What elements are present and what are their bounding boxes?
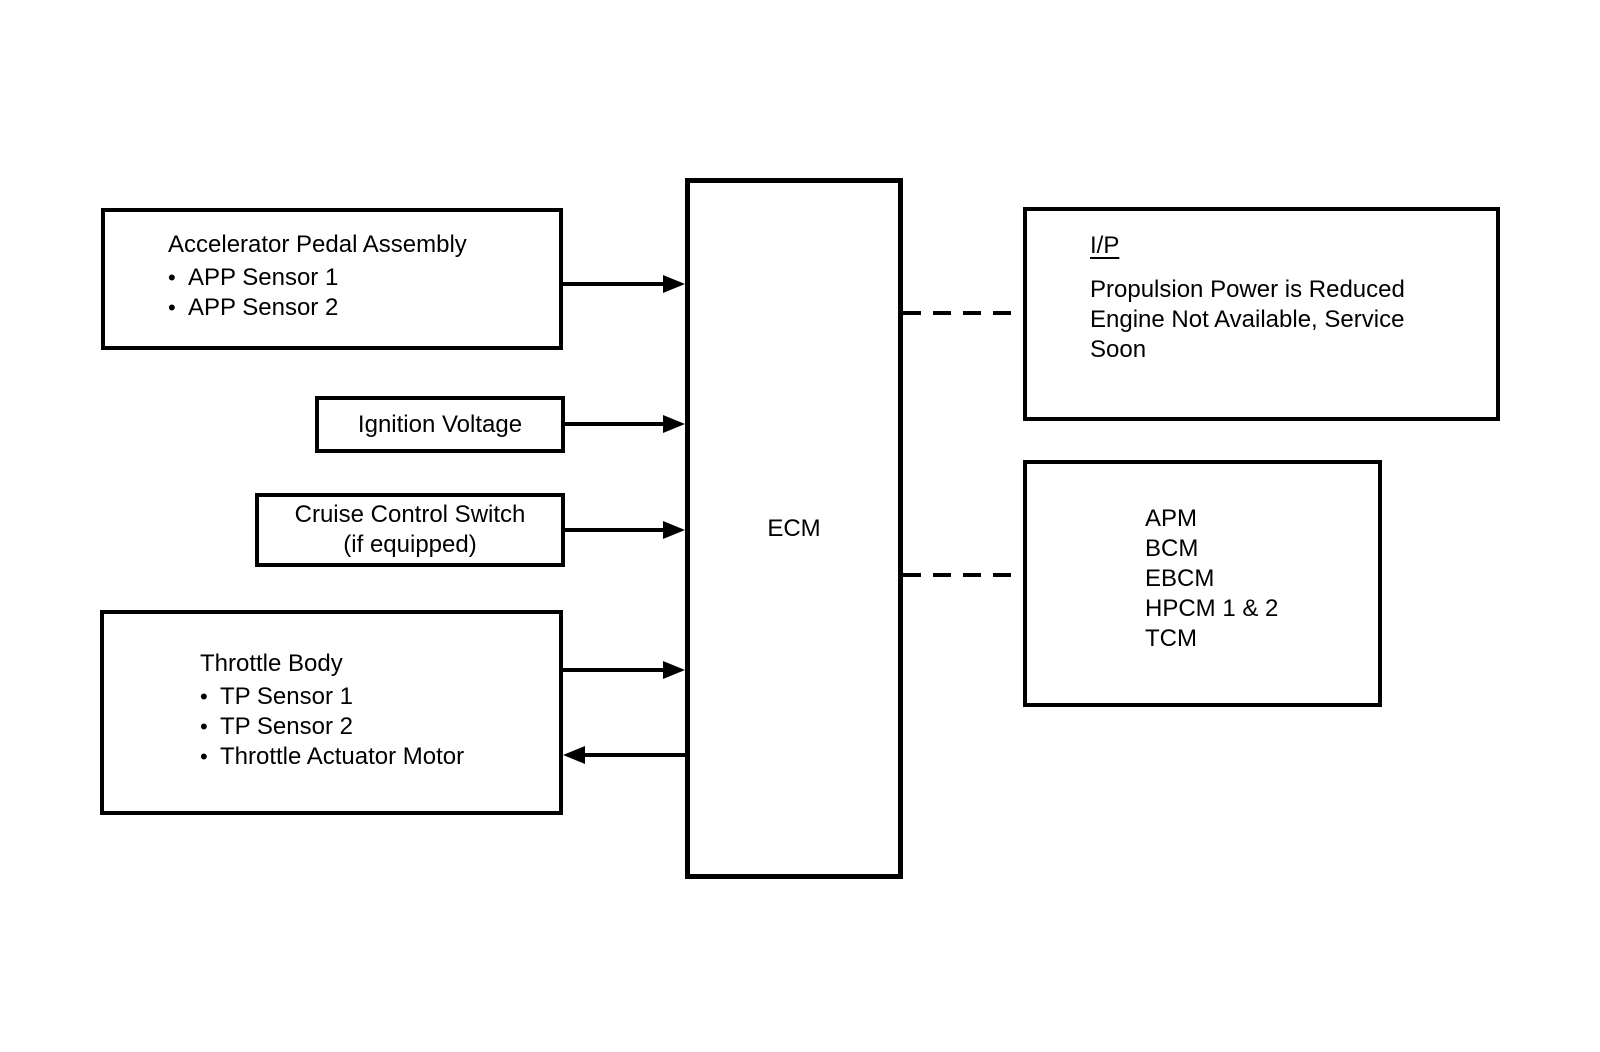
list-item: • TP Sensor 2 (200, 712, 549, 742)
list-item: • APP Sensor 1 (168, 263, 549, 293)
instrument-panel-box: I/P Propulsion Power is Reduced Engine N… (1023, 207, 1500, 421)
list-item: • TP Sensor 1 (200, 682, 549, 712)
bullet-icon: • (168, 265, 176, 290)
dashed-link-ecm-to-modules (903, 573, 1023, 577)
bullet-label: Throttle Actuator Motor (220, 743, 465, 770)
ip-message-line: Propulsion Power is Reduced (1090, 276, 1405, 303)
throttle-box-title: Throttle Body (200, 650, 343, 677)
module-list: APM BCM EBCM HPCM 1 & 2 TCM (1145, 504, 1368, 654)
bullet-label: APP Sensor 2 (188, 294, 339, 321)
module-item: BCM (1145, 535, 1199, 562)
dashed-link-ecm-to-ip (903, 311, 1023, 315)
list-item: • APP Sensor 2 (168, 293, 549, 323)
list-item: • Throttle Actuator Motor (200, 742, 549, 772)
ignition-box-title: Ignition Voltage (357, 410, 523, 438)
bullet-icon: • (168, 295, 176, 320)
module-item: EBCM (1145, 565, 1215, 592)
cruise-control-switch-box: Cruise Control Switch (if equipped) (255, 493, 565, 567)
module-item: APM (1145, 505, 1198, 532)
bullet-icon: • (200, 714, 208, 739)
bullet-icon: • (200, 744, 208, 769)
arrowhead-right-icon (663, 275, 685, 293)
arrowhead-right-icon (663, 415, 685, 433)
ignition-voltage-box: Ignition Voltage (315, 396, 565, 453)
throttle-bullet-list: • TP Sensor 1 • TP Sensor 2 • Throttle A… (200, 682, 549, 772)
ip-heading: I/P (1090, 232, 1120, 259)
accelerator-pedal-assembly-box: Accelerator Pedal Assembly • APP Sensor … (101, 208, 563, 350)
ip-message: Propulsion Power is Reduced Engine Not A… (1090, 275, 1486, 365)
module-item: TCM (1145, 625, 1197, 652)
ecm-box: ECM (685, 178, 903, 879)
cruise-box-title: Cruise Control Switch (294, 501, 526, 528)
module-item: HPCM 1 & 2 (1145, 595, 1279, 622)
bullet-label: APP Sensor 1 (188, 264, 339, 291)
accelerator-bullet-list: • APP Sensor 1 • APP Sensor 2 (168, 263, 549, 323)
control-modules-box: APM BCM EBCM HPCM 1 & 2 TCM (1023, 460, 1382, 707)
ip-message-line: Engine Not Available, Service (1090, 306, 1405, 333)
arrowhead-right-icon (663, 661, 685, 679)
bullet-label: TP Sensor 2 (220, 713, 353, 740)
throttle-body-box: Throttle Body • TP Sensor 1 • TP Sensor … (100, 610, 563, 815)
bullet-label: TP Sensor 1 (220, 683, 353, 710)
arrowhead-right-icon (663, 521, 685, 539)
cruise-box-subtitle: (if equipped) (343, 531, 477, 558)
accelerator-box-title: Accelerator Pedal Assembly (168, 231, 467, 258)
bullet-icon: • (200, 684, 208, 709)
arrowhead-left-icon (563, 746, 585, 764)
ecm-label: ECM (767, 514, 821, 542)
ip-message-line: Soon (1090, 336, 1147, 363)
